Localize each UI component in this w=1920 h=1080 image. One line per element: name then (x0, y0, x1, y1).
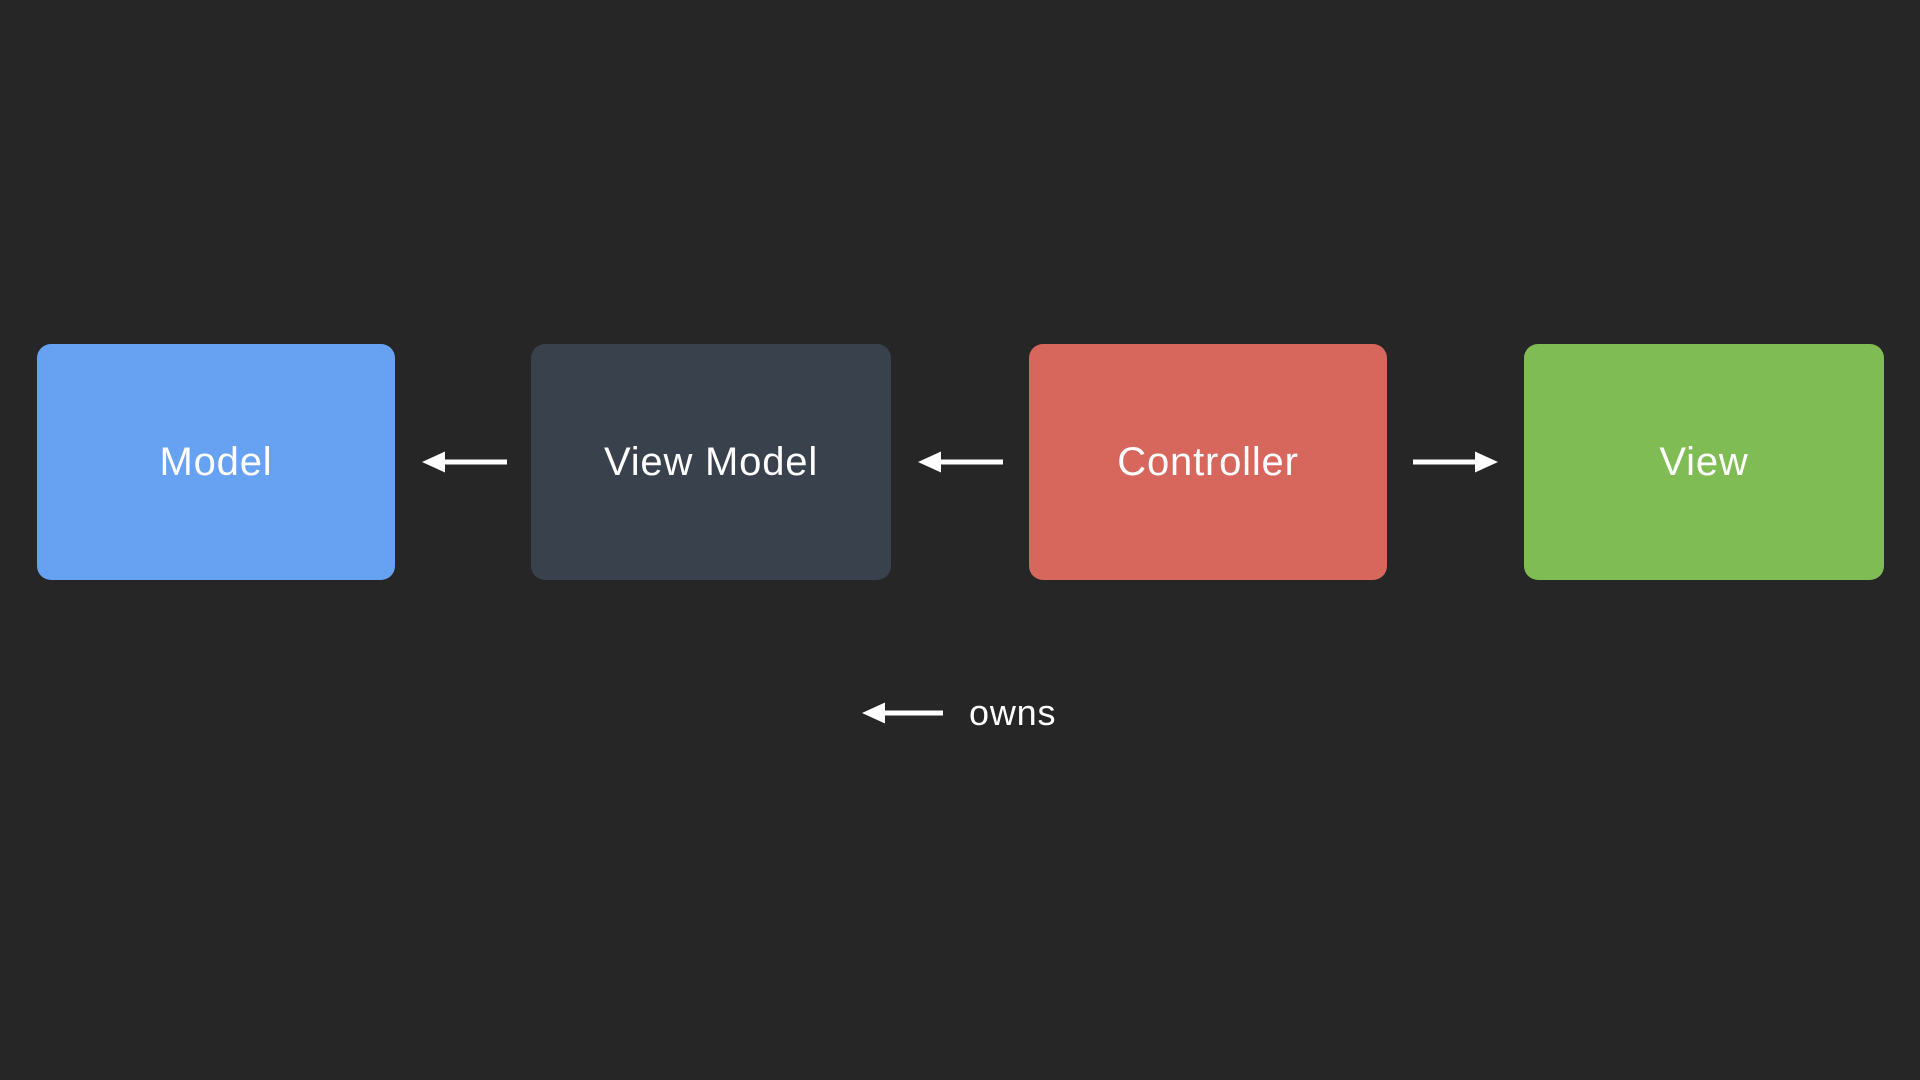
node-view-model: View Model (531, 344, 891, 580)
node-view-model-label: View Model (603, 439, 819, 484)
node-controller: Controller (1029, 344, 1387, 580)
legend: owns (861, 691, 1056, 735)
edge-controller-owns-viewmodel-arrow (918, 451, 1003, 473)
node-model: Model (37, 344, 395, 580)
edge-viewmodel-owns-model-arrow (422, 451, 507, 473)
node-view-label: View (1659, 439, 1749, 484)
legend-label: owns (969, 692, 1057, 733)
node-controller-label: Controller (1117, 439, 1299, 484)
legend-left-arrow-icon (862, 702, 943, 724)
edge-controller-owns-view-arrow (1413, 451, 1498, 473)
node-model-label: Model (159, 439, 273, 484)
node-view: View (1524, 344, 1884, 580)
